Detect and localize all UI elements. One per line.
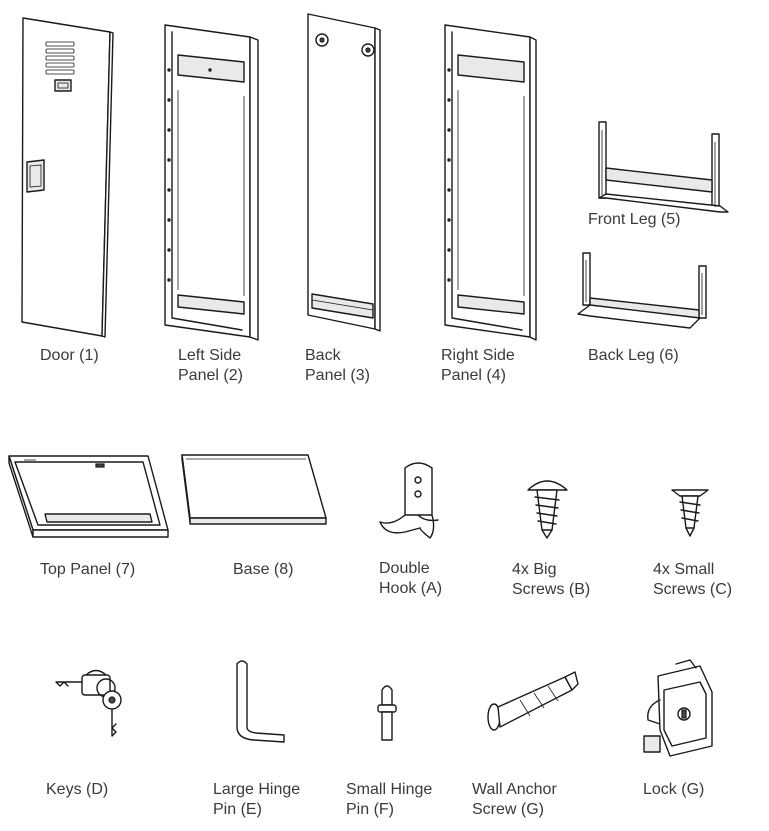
label-double-hook: Double Hook (A): [379, 560, 443, 597]
label-front-leg: Front Leg (5): [588, 211, 681, 228]
lock-illustration: [643, 659, 713, 757]
label-small-screws: 4x Small Screws (C): [653, 561, 733, 598]
right-side-panel-illustration: [444, 24, 537, 341]
label-big-screws: 4x Big Screws (B): [512, 561, 591, 598]
big-screw-illustration: [527, 480, 568, 539]
keys-illustration: [55, 669, 122, 737]
front-leg-illustration: [598, 121, 729, 213]
back-leg-illustration: [577, 252, 707, 329]
large-hinge-pin-illustration: [236, 660, 285, 743]
label-large-hinge-pin: Large Hinge Pin (E): [213, 781, 301, 818]
double-hook-illustration: [379, 462, 439, 539]
left-side-panel-illustration: [164, 24, 259, 341]
label-small-hinge-pin: Small Hinge Pin (F): [346, 781, 433, 818]
label-keys: Keys (D): [46, 781, 109, 798]
top-panel-illustration: [8, 455, 169, 538]
label-right-side-panel: Right Side Panel (4): [441, 347, 515, 384]
label-base: Base (8): [233, 561, 294, 578]
small-hinge-pin-illustration: [377, 685, 397, 741]
label-wall-anchor-screw: Wall Anchor Screw (G): [472, 781, 557, 818]
back-panel-illustration: [307, 13, 381, 332]
small-screw-illustration: [671, 489, 709, 537]
label-door: Door (1): [40, 347, 99, 364]
base-illustration: [181, 454, 327, 525]
label-back-panel: Back Panel (3): [305, 347, 370, 384]
label-left-side-panel: Left Side Panel (2): [178, 347, 243, 384]
label-top-panel: Top Panel (7): [40, 561, 136, 578]
label-back-leg: Back Leg (6): [588, 347, 679, 364]
wall-anchor-screw-illustration: [487, 671, 579, 731]
label-lock: Lock (G): [643, 781, 705, 798]
door-illustration: [21, 17, 114, 338]
